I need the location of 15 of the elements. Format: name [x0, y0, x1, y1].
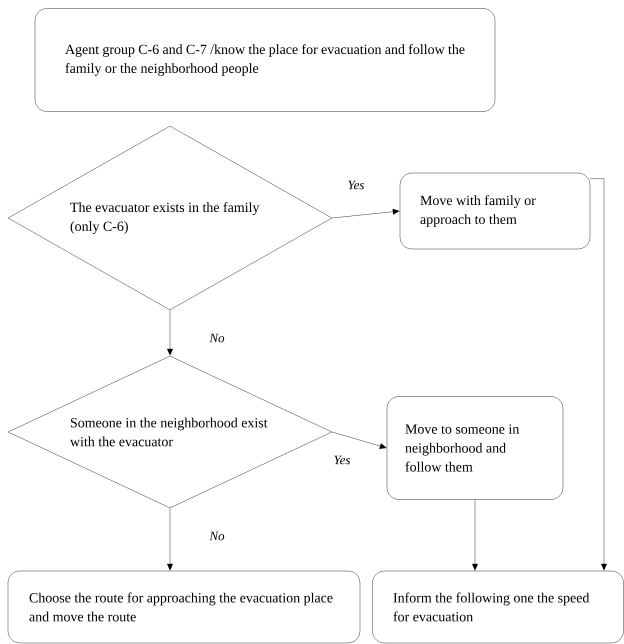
process-box: Choose the route for approaching the evacuation place and move the route	[8, 570, 360, 644]
process-box: Move with family or approach to them	[400, 172, 590, 250]
process-box: Move to someone in neighborhood and follow them	[386, 396, 564, 500]
arrow	[332, 432, 387, 449]
process-box: Inform the following one the speed for evacuation	[372, 570, 624, 644]
start-box: Agent group C-6 and C-7 /know the place for evacuation and follow the family or the neighborhood people	[34, 8, 496, 112]
edge-label: Yes	[334, 456, 350, 464]
arrow	[472, 500, 478, 570]
arrow	[332, 208, 400, 218]
arrow	[590, 178, 607, 570]
arrow	[167, 310, 173, 356]
edge-label: No	[209, 532, 224, 540]
arrow	[167, 508, 173, 570]
edge-label: No	[209, 334, 224, 342]
edge-label: Yes	[348, 180, 364, 190]
